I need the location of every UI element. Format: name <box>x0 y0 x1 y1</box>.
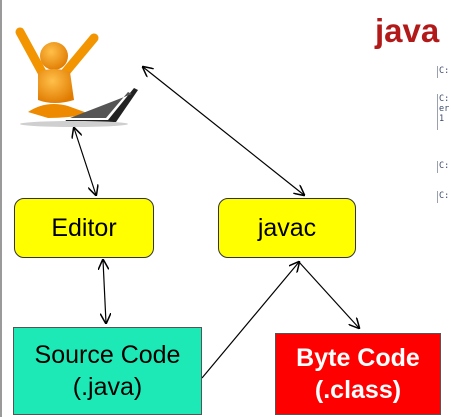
console-line: 1 <box>439 114 445 124</box>
slide-title: java <box>375 12 440 49</box>
edge-javac-user <box>143 67 304 195</box>
byte-code-extension: (.class) <box>314 376 402 404</box>
console-gutter <box>437 94 438 130</box>
edge-editor-source <box>103 260 106 323</box>
byte-code-node: Byte Code (.class) <box>275 333 441 415</box>
editor-label: Editor <box>51 213 117 242</box>
javac-node: javac <box>218 198 356 258</box>
console-gutter <box>437 66 438 78</box>
javac-label: javac <box>257 213 317 242</box>
person-with-laptop-icon <box>15 27 138 127</box>
console-gutter <box>437 161 438 173</box>
byte-code-label: Byte Code <box>296 344 420 372</box>
console-line: C: <box>439 191 450 201</box>
slide-border <box>0 0 2 417</box>
source-code-node: Source Code (.java) <box>13 327 202 415</box>
console-line: C: <box>439 66 450 76</box>
console-snippet: C: C: er 1 C: C: <box>437 64 451 234</box>
editor-node: Editor <box>14 198 154 258</box>
edge-source-javac <box>201 262 299 379</box>
console-line: er <box>439 104 450 114</box>
edge-editor-user <box>74 128 96 195</box>
edge-javac-bytecode <box>298 261 359 328</box>
console-gutter <box>437 191 438 203</box>
console-line: C: <box>439 161 450 171</box>
source-code-extension: (.java) <box>72 373 143 401</box>
source-code-label: Source Code <box>34 341 181 369</box>
console-line: C: <box>439 94 450 104</box>
